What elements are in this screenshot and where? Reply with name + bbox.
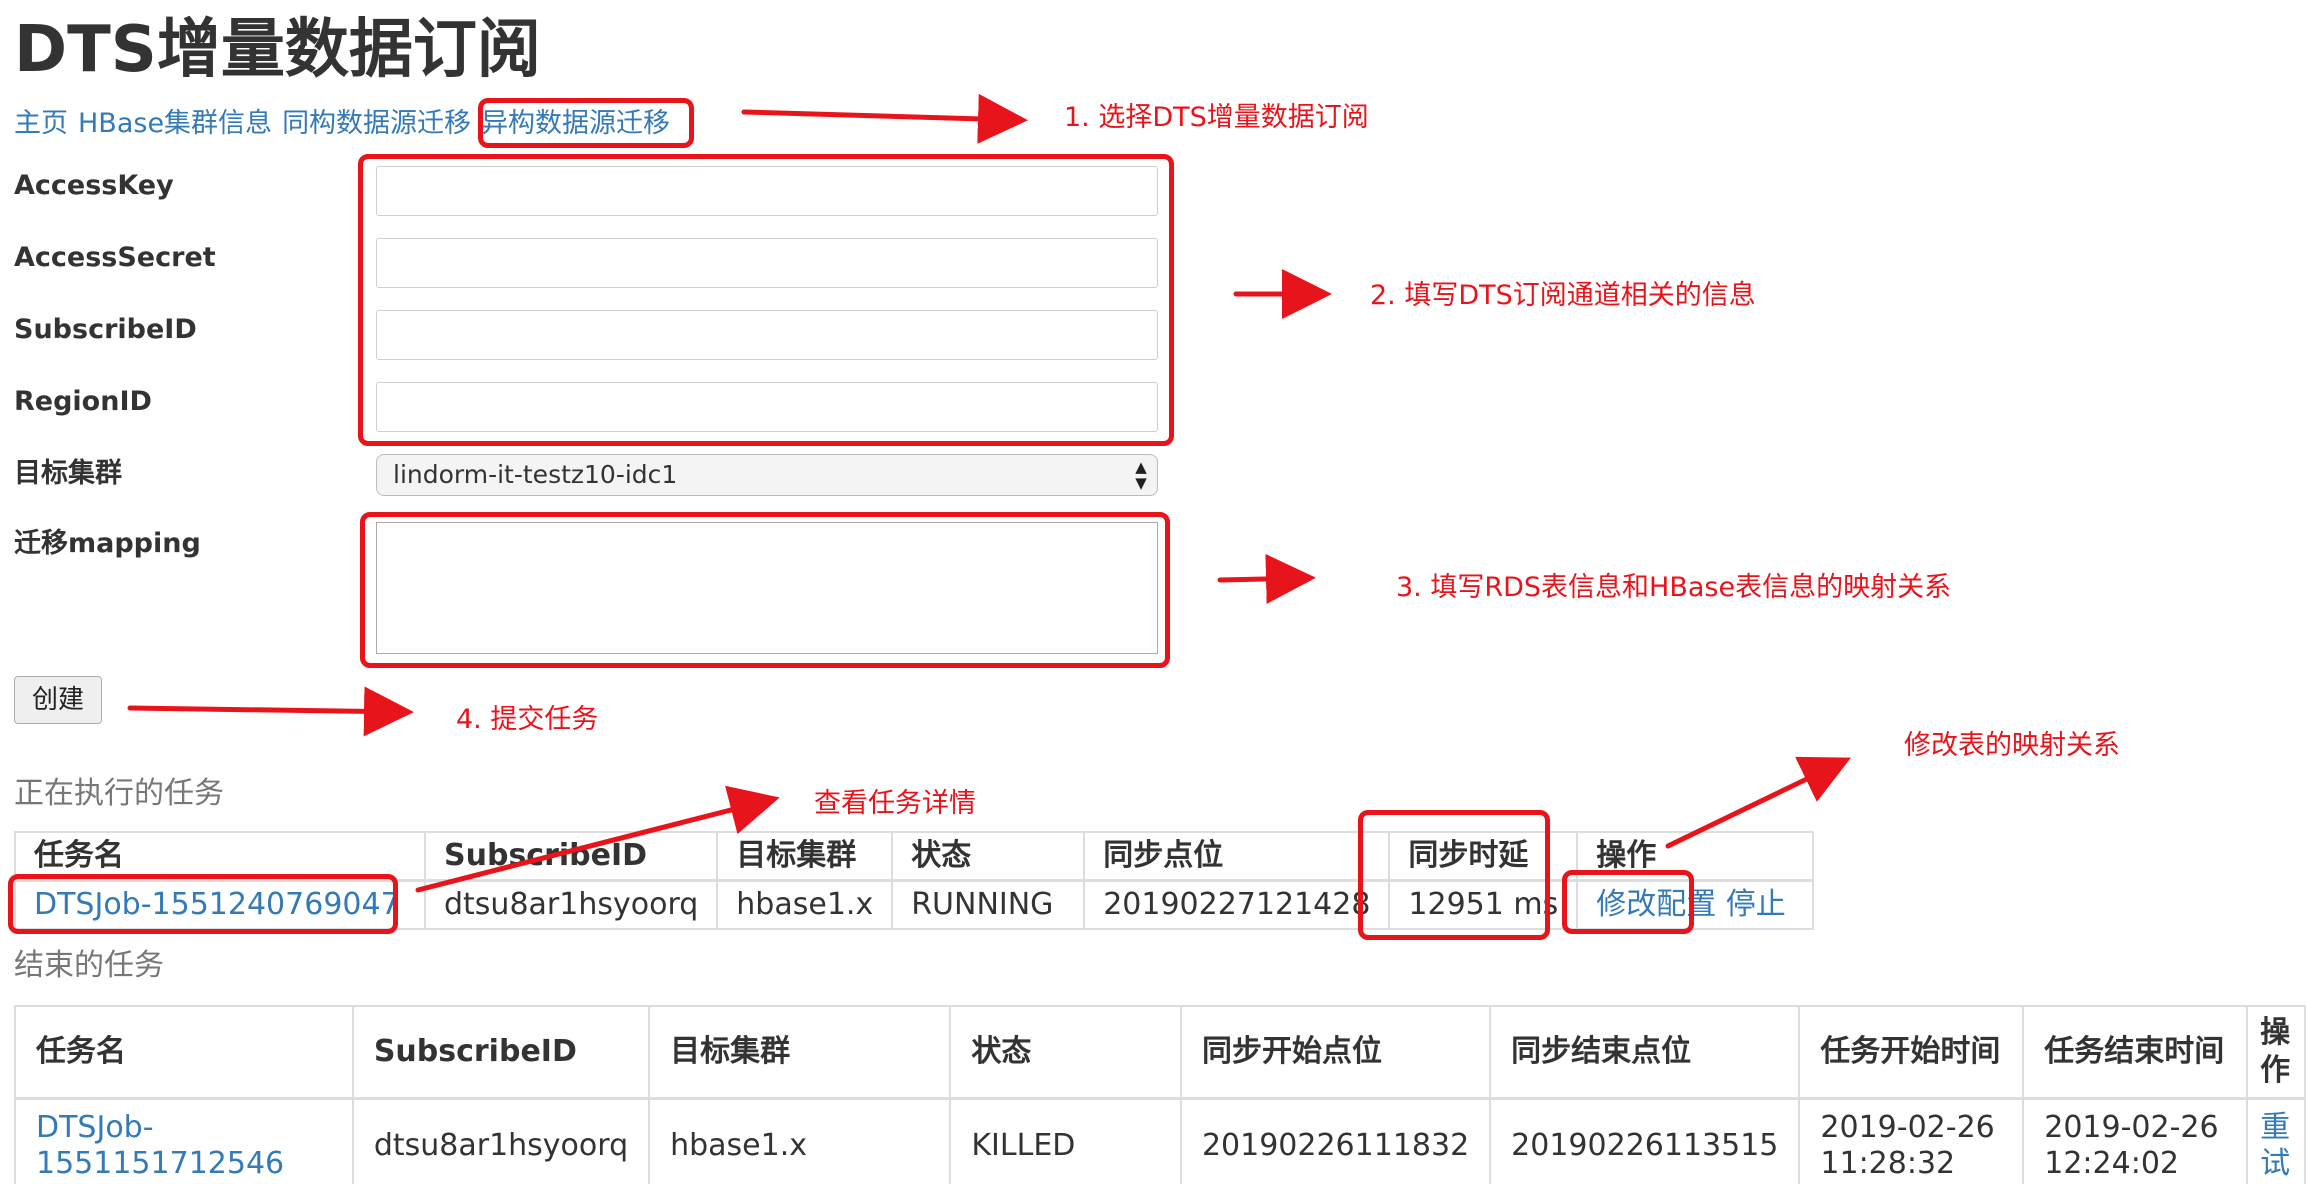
page-title: DTS增量数据订阅 (14, 13, 541, 87)
access-secret-input[interactable] (376, 238, 1158, 288)
annotation-box-mapping (360, 512, 1170, 668)
col-actions: 操作 (2246, 1005, 2306, 1100)
annotation-step2-text: 2. 填写DTS订阅通道相关的信息 (1370, 280, 1756, 311)
table-row: DTSJob-1551240769047 dtsu8ar1hsyoorq hba… (14, 879, 1815, 930)
nav-home-link[interactable]: 主页 (14, 108, 68, 139)
actions-cell: 重试 (2246, 1097, 2306, 1184)
col-sync-start-point: 同步开始点位 (1179, 1005, 1492, 1100)
mapping-textarea[interactable] (376, 522, 1158, 654)
access-key-input[interactable] (376, 166, 1158, 216)
target-cluster-selected-value: lindorm-it-testz10-idc1 (393, 460, 678, 489)
mapping-label: 迁移mapping (14, 528, 201, 559)
col-status: 状态 (891, 831, 1086, 882)
cluster-cell: hbase1.x (716, 879, 894, 930)
access-key-label: AccessKey (14, 170, 174, 201)
annotation-box-sync-delay (1358, 810, 1550, 940)
annotation-box-credentials (358, 154, 1174, 446)
task-detail-link[interactable]: DTSJob-1551240769047 (34, 887, 400, 922)
task-name-cell: DTSJob-1551151712546 (14, 1097, 354, 1184)
col-target-cluster: 目标集群 (648, 1005, 952, 1100)
table-row: DTSJob-1551151712546 dtsu8ar1hsyoorq hba… (14, 1097, 2306, 1184)
create-button[interactable]: 创建 (14, 676, 102, 724)
table-header-row: 任务名 SubscribeID 目标集群 状态 同步开始点位 同步结束点位 任务… (14, 1005, 2306, 1100)
col-task-name: 任务名 (14, 831, 426, 882)
subscribe-id-input[interactable] (376, 310, 1158, 360)
cluster-cell: hbase1.x (648, 1097, 952, 1184)
arrow-modify-mapping (1665, 756, 1852, 849)
col-sync-point: 同步点位 (1083, 831, 1391, 882)
retry-link[interactable]: 重试 (2260, 1110, 2291, 1182)
nav-heterogeneous-migration-link[interactable]: 异构数据源迁移 (481, 108, 671, 139)
nav-hbase-cluster-link[interactable]: HBase集群信息 (78, 108, 273, 139)
annotation-step3-text: 3. 填写RDS表信息和HBase表信息的映射关系 (1396, 572, 1952, 603)
annotation-modify-mapping-text: 修改表的映射关系 (1904, 730, 2120, 761)
task-start-time-cell: 2019-02-26 11:28:32 (1798, 1097, 2025, 1184)
finished-tasks-title: 结束的任务 (14, 948, 164, 983)
col-task-name: 任务名 (14, 1005, 354, 1100)
region-id-input[interactable] (376, 382, 1158, 432)
annotation-box-heterogeneous-link (478, 98, 694, 148)
modify-config-link[interactable]: 修改配置 (1596, 887, 1717, 922)
task-end-time-cell: 2019-02-26 12:24:02 (2022, 1097, 2249, 1184)
col-task-end-time: 任务结束时间 (2022, 1005, 2249, 1100)
top-nav: 主页 HBase集群信息同构数据源迁移异构数据源迁移 (14, 104, 680, 144)
sync-start-point-cell: 20190226111832 (1179, 1097, 1492, 1184)
arrow-step4 (127, 686, 414, 737)
status-cell: RUNNING (891, 879, 1086, 930)
annotation-box-task-name (8, 874, 398, 934)
nav-homogeneous-migration-link[interactable]: 同构数据源迁移 (282, 108, 472, 139)
col-sync-end-point: 同步结束点位 (1489, 1005, 1801, 1100)
col-status: 状态 (949, 1005, 1182, 1100)
col-target-cluster: 目标集群 (716, 831, 894, 882)
arrow-view-detail (415, 785, 780, 893)
subscribe-id-cell: dtsu8ar1hsyoorq (423, 879, 719, 930)
annotation-step4-text: 4. 提交任务 (456, 704, 599, 735)
finished-tasks-table: 任务名 SubscribeID 目标集群 状态 同步开始点位 同步结束点位 任务… (14, 1005, 2306, 1184)
status-cell: KILLED (949, 1097, 1182, 1184)
col-subscribe-id: SubscribeID (351, 1005, 651, 1100)
task-detail-link[interactable]: DTSJob-1551151712546 (36, 1110, 285, 1182)
arrow-step3 (1217, 553, 1316, 604)
region-id-label: RegionID (14, 386, 152, 417)
subscribe-id-cell: dtsu8ar1hsyoorq (351, 1097, 651, 1184)
task-name-cell: DTSJob-1551240769047 (14, 879, 426, 930)
actions-cell: 修改配置 停止 (1576, 879, 1815, 930)
annotation-step1-text: 1. 选择DTS增量数据订阅 (1064, 102, 1369, 133)
col-task-start-time: 任务开始时间 (1798, 1005, 2025, 1100)
sync-point-cell: 20190227121428 (1083, 879, 1391, 930)
subscribe-id-label: SubscribeID (14, 314, 197, 345)
stop-link[interactable]: 停止 (1725, 887, 1786, 922)
select-up-down-icon: ▲▼ (1135, 458, 1147, 492)
target-cluster-label: 目标集群 (14, 458, 122, 489)
running-tasks-title: 正在执行的任务 (14, 776, 224, 811)
target-cluster-select[interactable]: lindorm-it-testz10-idc1 ▲▼ (376, 454, 1158, 496)
annotation-box-modify-config (1562, 870, 1694, 934)
annotation-view-detail-text: 查看任务详情 (814, 788, 976, 819)
access-secret-label: AccessSecret (14, 242, 216, 273)
sync-end-point-cell: 20190226113515 (1489, 1097, 1801, 1184)
arrow-step1 (741, 93, 1028, 144)
